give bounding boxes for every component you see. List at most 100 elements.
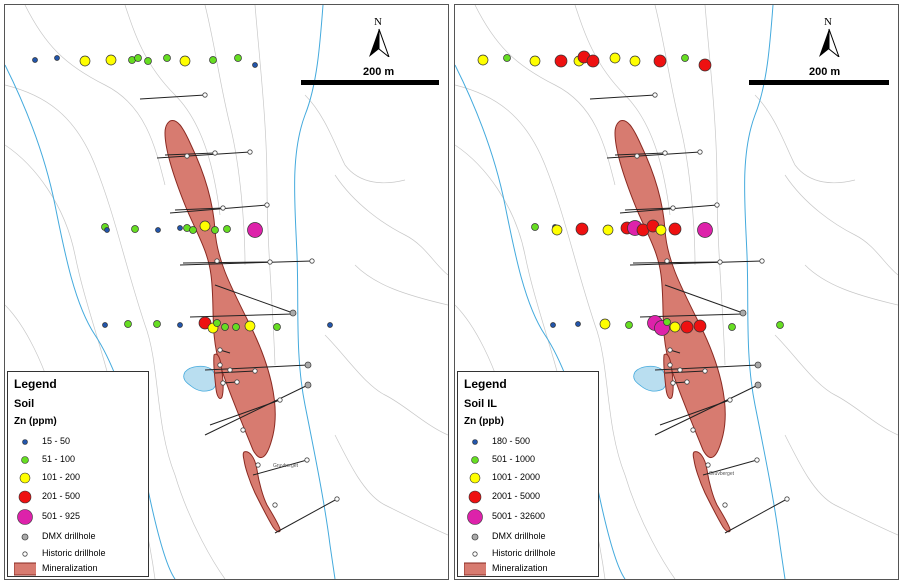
class-3-symbol xyxy=(469,472,481,484)
soil-sample-point xyxy=(211,226,219,234)
soil-sample-point xyxy=(232,323,240,331)
soil-sample-point xyxy=(213,319,221,327)
legend-label: 5001 - 32600 xyxy=(492,511,546,521)
contour-lines xyxy=(5,5,448,579)
soil-sample-point xyxy=(693,319,707,333)
soil-sample-point xyxy=(663,318,671,326)
legend-unit: Zn (ppb) xyxy=(464,416,504,427)
legend-label: 501 - 1000 xyxy=(492,454,536,464)
lake xyxy=(183,365,217,392)
class-4-symbol xyxy=(468,490,482,504)
soil-sample-point xyxy=(551,224,563,236)
dmx-drillhole-icon xyxy=(471,533,479,541)
soil-sample-point xyxy=(177,322,183,328)
map-canvas-right: Gruvberget xyxy=(455,5,898,579)
soil-sample-point xyxy=(668,222,682,236)
soil-samples xyxy=(477,50,784,336)
historic-drillholes xyxy=(634,92,790,508)
legend-box: Legend Soil IL Zn (ppb) 180 - 500 501 - … xyxy=(457,371,599,577)
historic-drillhole-icon xyxy=(472,551,478,557)
dmx-drillhole-icon xyxy=(21,533,29,541)
place-label: Gruvberget xyxy=(273,463,299,469)
class-5-symbol xyxy=(17,509,33,525)
soil-sample-point xyxy=(177,225,183,231)
soil-sample-point xyxy=(144,57,152,65)
soil-sample-point xyxy=(554,54,568,68)
legend-title: Legend xyxy=(14,377,57,391)
legend-item-historic: Historic drillhole xyxy=(458,546,598,562)
scale-bar xyxy=(301,80,439,85)
map-panel-right: Gruvberget N 200 m Legend Soil IL Zn (pp… xyxy=(454,4,899,580)
class-2-symbol xyxy=(471,456,479,464)
mineralization-swatch xyxy=(464,562,486,576)
dmx-drillholes xyxy=(289,309,312,389)
legend-label: 2001 - 5000 xyxy=(492,491,541,501)
soil-sample-point xyxy=(697,222,713,238)
soil-sample-point xyxy=(602,224,614,236)
dmx-drillholes xyxy=(739,309,762,389)
legend-item-class-3: 101 - 200 xyxy=(8,470,148,486)
soil-sample-point xyxy=(273,323,281,331)
legend-item-class-1: 180 - 500 xyxy=(458,434,598,450)
scale-label: 200 m xyxy=(363,66,395,78)
legend-item-dmx: DMX drillhole xyxy=(8,529,148,545)
soil-sample-point xyxy=(776,321,784,329)
soil-sample-point xyxy=(124,320,132,328)
soil-sample-point xyxy=(32,57,38,63)
map-canvas-left: Gruvberget xyxy=(5,5,448,579)
soil-sample-point xyxy=(223,225,231,233)
map-panel-left: Gruvberget N 200 m Legend Soil Zn (ppm) … xyxy=(4,4,449,580)
drill-traces xyxy=(589,94,788,534)
north-arrow-icon: N xyxy=(369,16,391,59)
legend-item-class-4: 201 - 500 xyxy=(8,489,148,505)
legend-label: Historic drillhole xyxy=(42,548,106,558)
soil-sample-point xyxy=(244,320,256,332)
soil-sample-point xyxy=(79,55,91,67)
soil-sample-point xyxy=(503,54,511,62)
legend-label: 180 - 500 xyxy=(492,436,531,446)
lake xyxy=(633,365,667,392)
legend-box: Legend Soil Zn (ppm) 15 - 50 51 - 100 10… xyxy=(7,371,149,577)
legend-item-mineralization: Mineralization xyxy=(8,561,148,577)
legend-label: 1001 - 2000 xyxy=(492,472,541,482)
scale-bar xyxy=(749,80,889,85)
soil-sample-point xyxy=(529,55,541,67)
soil-sample-point xyxy=(163,54,171,62)
soil-sample-point xyxy=(575,222,589,236)
north-arrow-icon: N xyxy=(819,16,841,59)
soil-sample-point xyxy=(155,227,161,233)
streams xyxy=(455,5,786,579)
legend-item-class-1: 15 - 50 xyxy=(8,434,148,450)
soil-sample-point xyxy=(599,318,611,330)
scale-label: 200 m xyxy=(809,66,841,78)
north-arrow: N xyxy=(359,13,399,59)
soil-sample-point xyxy=(153,320,161,328)
legend-title: Legend xyxy=(464,377,507,391)
legend-label: DMX drillhole xyxy=(42,531,96,541)
soil-sample-point xyxy=(681,54,689,62)
soil-sample-point xyxy=(105,54,117,66)
soil-sample-point xyxy=(247,222,263,238)
legend-label: 51 - 100 xyxy=(42,454,76,464)
soil-samples xyxy=(32,54,333,334)
soil-sample-point xyxy=(327,322,333,328)
legend-label: 15 - 50 xyxy=(42,436,71,446)
class-2-symbol xyxy=(21,456,29,464)
soil-sample-point xyxy=(629,55,641,67)
historic-drillhole-icon xyxy=(22,551,28,557)
legend-item-class-3: 1001 - 2000 xyxy=(458,470,598,486)
legend-label: DMX drillhole xyxy=(492,531,546,541)
soil-sample-point xyxy=(198,316,212,330)
legend-item-dmx: DMX drillhole xyxy=(458,529,598,545)
soil-sample-point xyxy=(102,322,108,328)
legend-item-class-2: 501 - 1000 xyxy=(458,452,598,468)
legend-layer: Soil IL xyxy=(464,398,497,410)
soil-sample-point xyxy=(131,225,139,233)
soil-sample-point xyxy=(680,320,694,334)
legend-item-class-2: 51 - 100 xyxy=(8,452,148,468)
legend-item-mineralization: Mineralization xyxy=(458,561,598,577)
legend-label: 201 - 500 xyxy=(42,491,81,501)
soil-sample-point xyxy=(189,226,197,234)
legend-item-class-5: 501 - 925 xyxy=(8,509,148,525)
class-1-symbol xyxy=(22,439,28,445)
